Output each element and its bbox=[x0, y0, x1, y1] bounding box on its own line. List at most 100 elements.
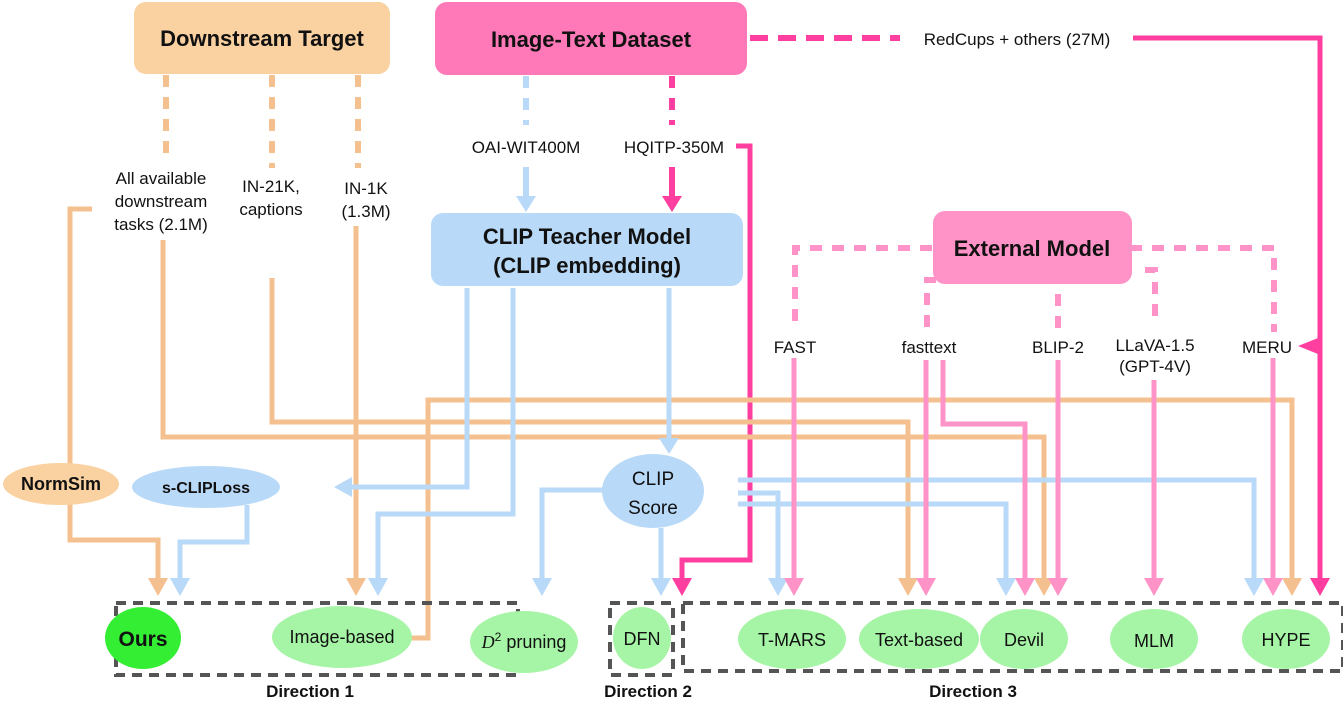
arrowhead bbox=[346, 578, 366, 596]
label-all-tasks: All available downstream tasks (2.1M) bbox=[96, 166, 224, 234]
arrowhead bbox=[1263, 578, 1283, 596]
arrowhead bbox=[651, 578, 671, 596]
external-labels: FAST fasttext BLIP-2 LLaVA-1.5 (GPT-4V) … bbox=[764, 326, 1298, 378]
link-clipscore-to-d2 bbox=[539, 487, 606, 580]
direction-1-label: Direction 1 bbox=[266, 682, 354, 701]
arrow-hqitp-to-dfn bbox=[679, 143, 753, 580]
clip-score-label-line1: CLIP bbox=[632, 469, 674, 490]
arrowhead bbox=[1144, 578, 1164, 596]
arrowhead bbox=[996, 578, 1016, 596]
label-in21k: IN-21K, captions bbox=[230, 170, 312, 219]
method-text-based: Text-based bbox=[859, 609, 979, 669]
link-scliploss-to-ours bbox=[177, 505, 250, 580]
link-alltasks-to-normsim bbox=[67, 206, 92, 465]
label-gpt4v: (GPT-4V) bbox=[1119, 357, 1191, 376]
label-line: downstream bbox=[115, 192, 208, 211]
label-fast: FAST bbox=[774, 338, 817, 357]
downstream-target-label: Downstream Target bbox=[160, 26, 364, 51]
method-t-mars: T-MARS bbox=[738, 609, 846, 669]
clip-teacher-subtitle: (CLIP embedding) bbox=[493, 253, 681, 278]
s-cliploss-label: s-CLIPLoss bbox=[162, 480, 250, 497]
external-model-box: External Model bbox=[933, 211, 1132, 284]
image-text-dataset-label: Image-Text Dataset bbox=[491, 27, 692, 52]
normsim-node: NormSim bbox=[3, 463, 119, 505]
arrowhead bbox=[784, 578, 804, 596]
arrowhead bbox=[148, 578, 168, 596]
normsim-label: NormSim bbox=[21, 474, 101, 494]
link-teacher-to-scliploss bbox=[350, 288, 470, 490]
s-cliploss-node: s-CLIPLoss bbox=[132, 466, 280, 508]
image-based-label: Image-based bbox=[289, 627, 394, 647]
arrowhead bbox=[1244, 578, 1264, 596]
method-dfn: DFN bbox=[613, 607, 671, 669]
label-redcups: RedCups + others (27M) bbox=[924, 30, 1111, 49]
method-d2-pruning: D2 pruning bbox=[470, 611, 578, 673]
arrowhead bbox=[1048, 578, 1068, 596]
label-line: tasks (2.1M) bbox=[114, 215, 208, 234]
image-text-dataset-box: Image-Text Dataset bbox=[435, 2, 747, 75]
t-mars-label: T-MARS bbox=[758, 630, 826, 650]
external-model-label: External Model bbox=[954, 236, 1110, 261]
method-image-based: Image-based bbox=[272, 606, 412, 668]
link-normsim-to-ours bbox=[67, 502, 161, 580]
label-line: (1.3M) bbox=[341, 202, 390, 221]
arrowhead bbox=[659, 438, 679, 454]
link-fasttext-to-devil bbox=[940, 360, 1028, 580]
arrowhead bbox=[916, 578, 936, 596]
method-devil: Devil bbox=[980, 609, 1068, 669]
label-fasttext: fasttext bbox=[902, 338, 957, 357]
text-based-label: Text-based bbox=[875, 630, 963, 650]
label-line: IN-1K bbox=[344, 179, 388, 198]
link-image-based-to-hype bbox=[406, 397, 1295, 641]
label-llava: LLaVA-1.5 bbox=[1115, 336, 1194, 355]
arrow-redcups-to-hype bbox=[1133, 35, 1323, 580]
link-clipscore-to-hype bbox=[738, 477, 1257, 580]
downstream-target-box: Downstream Target bbox=[134, 2, 390, 74]
arrowhead bbox=[1282, 578, 1302, 596]
label-meru: MERU bbox=[1242, 338, 1292, 357]
arrowhead bbox=[1034, 578, 1054, 596]
connector-lines bbox=[67, 35, 1330, 641]
clip-score-label-line2: Score bbox=[628, 498, 678, 519]
arrowhead bbox=[532, 578, 552, 596]
link-in21k-to-text-based bbox=[269, 278, 911, 580]
arrowhead bbox=[672, 578, 692, 596]
dashed-link-external-fasttext bbox=[924, 277, 936, 330]
method-ours: Ours bbox=[105, 607, 181, 669]
arrowhead bbox=[662, 196, 682, 212]
dashed-link-external-meru bbox=[1130, 245, 1277, 332]
direction-2-label: Direction 2 bbox=[604, 682, 692, 701]
label-in1k: IN-1K (1.3M) bbox=[330, 172, 402, 224]
arrowhead bbox=[898, 578, 918, 596]
dashed-link-external-llava bbox=[1145, 267, 1158, 322]
clip-teacher-title: CLIP Teacher Model bbox=[483, 224, 691, 249]
method-hype: HYPE bbox=[1242, 609, 1330, 669]
d2-pruning-label: D2 pruning bbox=[481, 630, 567, 652]
arrowhead bbox=[1310, 578, 1330, 596]
label-line: IN-21K, bbox=[242, 177, 300, 196]
clip-teacher-model-box: CLIP Teacher Model (CLIP embedding) bbox=[431, 213, 743, 286]
arrowhead bbox=[170, 578, 190, 596]
arrowhead bbox=[334, 477, 352, 497]
method-mlm: MLM bbox=[1110, 609, 1198, 669]
ours-label: Ours bbox=[118, 628, 167, 651]
label-hqitp-350m: HQITP-350M bbox=[624, 138, 724, 157]
mlm-label: MLM bbox=[1134, 631, 1174, 651]
arrowhead bbox=[768, 578, 788, 596]
link-clipscore-to-devil bbox=[738, 501, 1009, 580]
label-line: captions bbox=[239, 200, 302, 219]
link-alltasks-to-devil bbox=[160, 240, 1047, 580]
devil-label: Devil bbox=[1004, 630, 1044, 650]
dashed-link-external-fast bbox=[792, 245, 932, 330]
label-line: All available bbox=[116, 169, 207, 188]
arrowhead bbox=[516, 196, 536, 212]
direction-3-label: Direction 3 bbox=[929, 682, 1017, 701]
arrowhead bbox=[368, 578, 388, 596]
dfn-label: DFN bbox=[624, 629, 661, 649]
link-teacher-to-image-based bbox=[375, 288, 516, 580]
link-clipscore-to-tmars bbox=[738, 490, 781, 580]
direction-3-group bbox=[681, 601, 1343, 673]
arrowhead bbox=[1015, 578, 1035, 596]
clip-score-node: CLIP Score bbox=[602, 454, 704, 528]
